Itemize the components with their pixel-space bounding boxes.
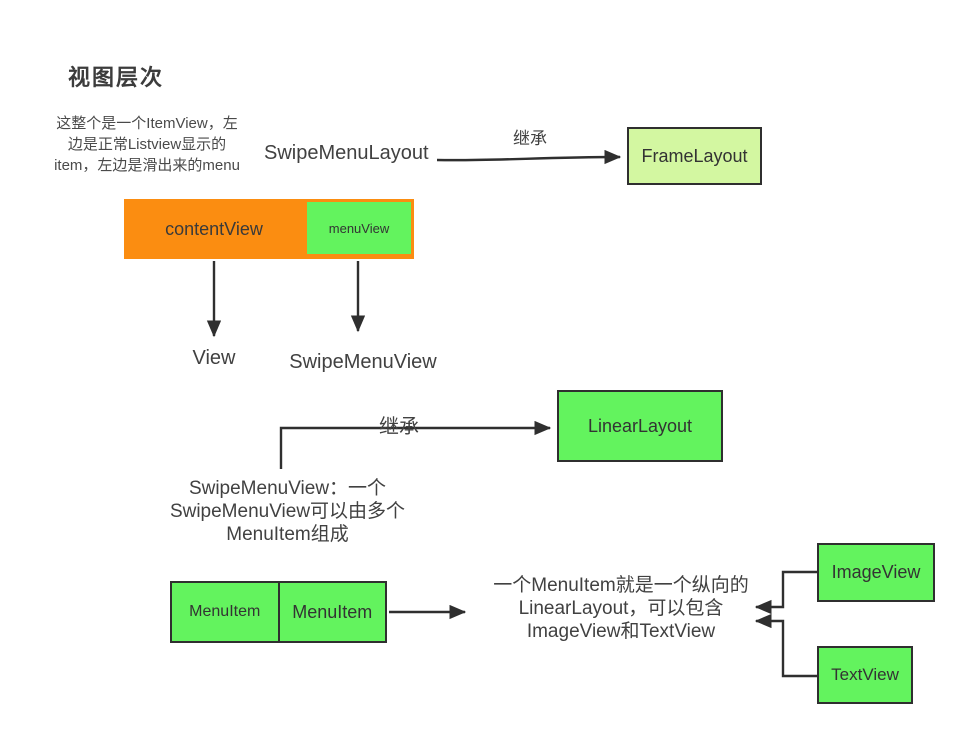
- menu-item-note-line1: 一个MenuItem就是一个纵向的: [493, 575, 749, 596]
- swipe-menu-view-label: SwipeMenuView: [289, 351, 437, 373]
- text-view-box: TextView: [817, 646, 913, 704]
- item-view-note-line3: item，左边是滑出来的menu: [54, 157, 240, 174]
- linear-layout-label: LinearLayout: [587, 415, 693, 436]
- menu-item-box-left: MenuItem: [172, 583, 280, 641]
- swipe-menu-layout-label: SwipeMenuLayout: [264, 142, 429, 164]
- view-label: View: [192, 347, 236, 369]
- inherit-label-top: 继承: [513, 129, 547, 148]
- item-view-note: 这整个是一个ItemView，左 边是正常Listview显示的 item，左边…: [40, 113, 254, 176]
- menu-item-right-label: MenuItem: [292, 601, 373, 622]
- inherit-arrow-swipemenuview-to-linearlayout: [279, 420, 552, 469]
- menu-item-note-line3: ImageView和TextView: [526, 621, 716, 642]
- swipe-menu-view-note-line1: SwipeMenuView：一个: [188, 478, 387, 499]
- swipe-menu-view-note: SwipeMenuView：一个 SwipeMenuView可以由多个 Menu…: [155, 477, 420, 546]
- inherit-arrow-swipemenulayout-to-framelayout: [436, 149, 622, 165]
- inherit-label-mid: 继承: [379, 416, 419, 438]
- menu-view-label: menuView: [328, 220, 390, 236]
- menu-item-row: MenuItem MenuItem: [170, 581, 387, 643]
- content-view-label: contentView: [165, 218, 263, 239]
- page-title: 视图层次: [68, 65, 165, 90]
- arrow-imageview-to-note: [754, 570, 817, 615]
- item-view-note-line1: 这整个是一个ItemView，左: [56, 115, 238, 132]
- swipe-menu-view-note-line2: SwipeMenuView可以由多个: [169, 501, 406, 522]
- menu-item-note-line2: LinearLayout，可以包含: [518, 598, 724, 619]
- text-view-label: TextView: [831, 665, 899, 684]
- menu-item-box-right: MenuItem: [280, 583, 386, 641]
- frame-layout-label: FrameLayout: [641, 145, 748, 166]
- image-view-box: ImageView: [817, 543, 935, 602]
- item-view-note-line2: 边是正常Listview显示的: [67, 136, 227, 153]
- frame-layout-box: FrameLayout: [627, 127, 762, 185]
- linear-layout-box: LinearLayout: [557, 390, 723, 462]
- arrow-textview-to-note: [754, 613, 817, 678]
- menu-item-note: 一个MenuItem就是一个纵向的 LinearLayout，可以包含 Imag…: [484, 574, 758, 643]
- menu-view-box: menuView: [307, 202, 411, 254]
- image-view-label: ImageView: [831, 562, 921, 582]
- item-view-composite-box: contentView menuView: [124, 199, 414, 259]
- menu-item-left-label: MenuItem: [189, 603, 261, 620]
- swipe-menu-view-note-line3: MenuItem组成: [226, 524, 349, 545]
